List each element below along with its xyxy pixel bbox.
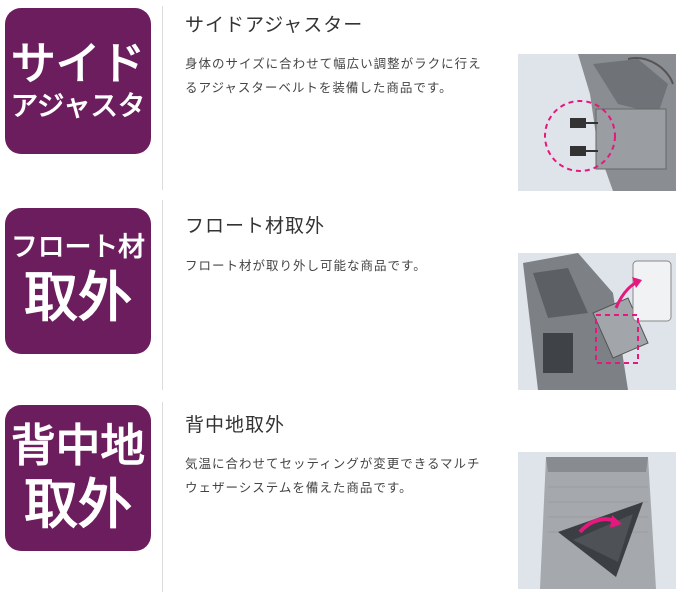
- feature-title: 背中地取外: [185, 414, 286, 436]
- badge-line-2: 取外: [24, 472, 132, 536]
- feature-badge: サイド アジャスタ: [5, 8, 151, 154]
- side-adjuster-vest-photo: [518, 54, 676, 191]
- badge-line-1: 背中地: [10, 419, 146, 472]
- divider: [162, 200, 163, 390]
- feature-description: 気温に合わせてセッティングが変更できるマルチウェザーシステムを備えた商品です。: [185, 456, 481, 495]
- feature-description: フロート材が取り外し可能な商品です。: [185, 258, 427, 273]
- feature-title: サイドアジャスター: [185, 14, 364, 36]
- badge-line-1: フロート材: [11, 232, 145, 264]
- feature-row-float-removable: フロート材 取外 フロート材取外 フロート材が取り外し可能な商品です。: [0, 200, 680, 390]
- badge-line-1: サイド: [10, 38, 146, 91]
- removable-back-panel-vest-photo: [518, 452, 676, 589]
- feature-badge: 背中地 取外: [5, 405, 151, 551]
- feature-row-back-removable: 背中地 取外 背中地取外 気温に合わせてセッティングが変更できるマルチウェザーシ…: [0, 400, 680, 592]
- divider: [162, 6, 163, 190]
- divider: [162, 402, 163, 592]
- feature-badge: フロート材 取外: [5, 208, 151, 354]
- badge-line-2: 取外: [24, 266, 132, 330]
- feature-title: フロート材取外: [185, 215, 326, 237]
- removable-float-vest-photo: [518, 253, 676, 390]
- badge-line-2: アジャスタ: [10, 91, 146, 123]
- feature-description: 身体のサイズに合わせて幅広い調整がラクに行えるアジャスターベルトを装備した商品で…: [185, 56, 482, 95]
- feature-row-side-adjuster: サイド アジャスタ サイドアジャスター 身体のサイズに合わせて幅広い調整がラクに…: [0, 0, 680, 191]
